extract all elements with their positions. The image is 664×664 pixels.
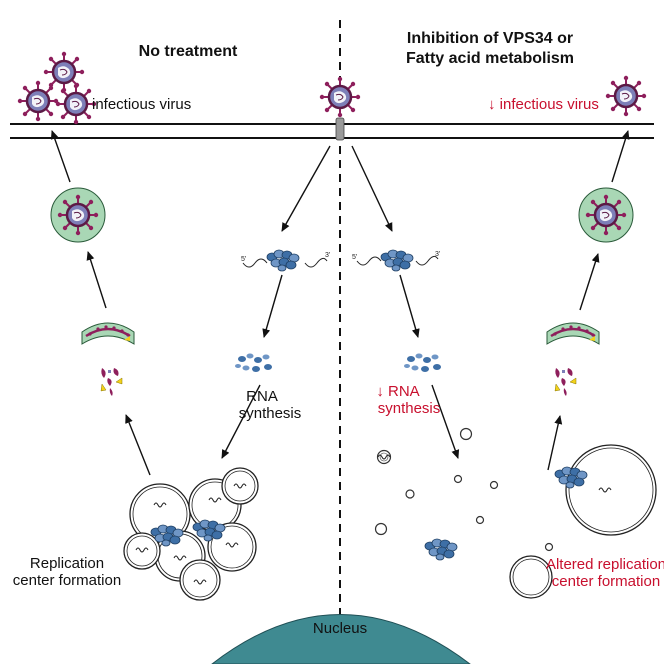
- rna-genome-left-icon: [242, 249, 328, 272]
- arrow-left-to-assembly: [125, 414, 151, 476]
- arrow-right-to-vesicle: [579, 253, 600, 311]
- right-five-prime: 5': [352, 254, 357, 261]
- left-title: No treatment: [139, 43, 238, 60]
- arrow-left-translation: [262, 274, 283, 338]
- right-title-line1: Inhibition of VPS34 or: [407, 30, 573, 47]
- left-three-prime: 3': [325, 252, 330, 259]
- replication-vesicles-left: [123, 467, 259, 601]
- virus-in-vesicle-right-icon: [578, 187, 634, 243]
- arrow-entry-right: [351, 145, 393, 232]
- right-rna-label-line2: synthesis: [378, 400, 441, 417]
- viral-components-right-icon: [554, 367, 577, 397]
- left-replication-label-line1: Replication: [30, 555, 104, 572]
- left-rna-label-line1: RNA: [246, 388, 278, 405]
- right-title-line2: Fatty acid metabolism: [406, 50, 574, 67]
- viral-components-left-icon: [100, 367, 123, 397]
- arrow-right-to-assembly: [547, 415, 563, 471]
- small-vesicles-right: [374, 427, 554, 552]
- nucleus-label: Nucleus: [313, 620, 367, 637]
- budding-vesicle-right-icon: [545, 321, 601, 346]
- right-rna-label-line1: ↓ RNA: [376, 383, 419, 400]
- virus-in-vesicle-left-icon: [50, 187, 106, 243]
- left-rna-label-line2: synthesis: [239, 405, 302, 422]
- right-three-prime: 3': [435, 251, 440, 258]
- nucleus-shape: [211, 614, 471, 664]
- right-virus-label: ↓ infectious virus: [488, 96, 599, 113]
- arrow-left-to-release: [50, 130, 71, 183]
- right-replication-label-line2: center formation: [552, 573, 660, 590]
- rna-genome-right-icon: [356, 249, 439, 272]
- arrow-right-translation: [399, 274, 420, 338]
- entering-virus-icon: [318, 75, 362, 141]
- right-replication-label-line1: Altered replication: [546, 556, 664, 573]
- protein-cluster-left-icon: [235, 353, 272, 372]
- left-five-prime: 5': [241, 256, 246, 263]
- arrow-right-rna-synthesis: [431, 384, 460, 459]
- protein-cluster-right-icon: [404, 353, 441, 372]
- budding-vesicle-left-icon: [80, 321, 136, 346]
- arrow-left-rna-synthesis: [221, 384, 261, 459]
- arrow-right-to-release: [611, 130, 630, 183]
- left-replication-label-line2: center formation: [13, 572, 121, 589]
- arrow-entry-left: [281, 145, 331, 232]
- released-virus-icon-right: [604, 74, 648, 118]
- medium-vesicle-right: [509, 555, 553, 599]
- left-virus-label: infectious virus: [92, 96, 191, 113]
- protein-complex-right-b-icon: [424, 538, 458, 561]
- arrow-left-to-vesicle: [86, 251, 107, 309]
- large-vesicle-right: [565, 444, 657, 536]
- released-virus-icons-left: [16, 50, 98, 126]
